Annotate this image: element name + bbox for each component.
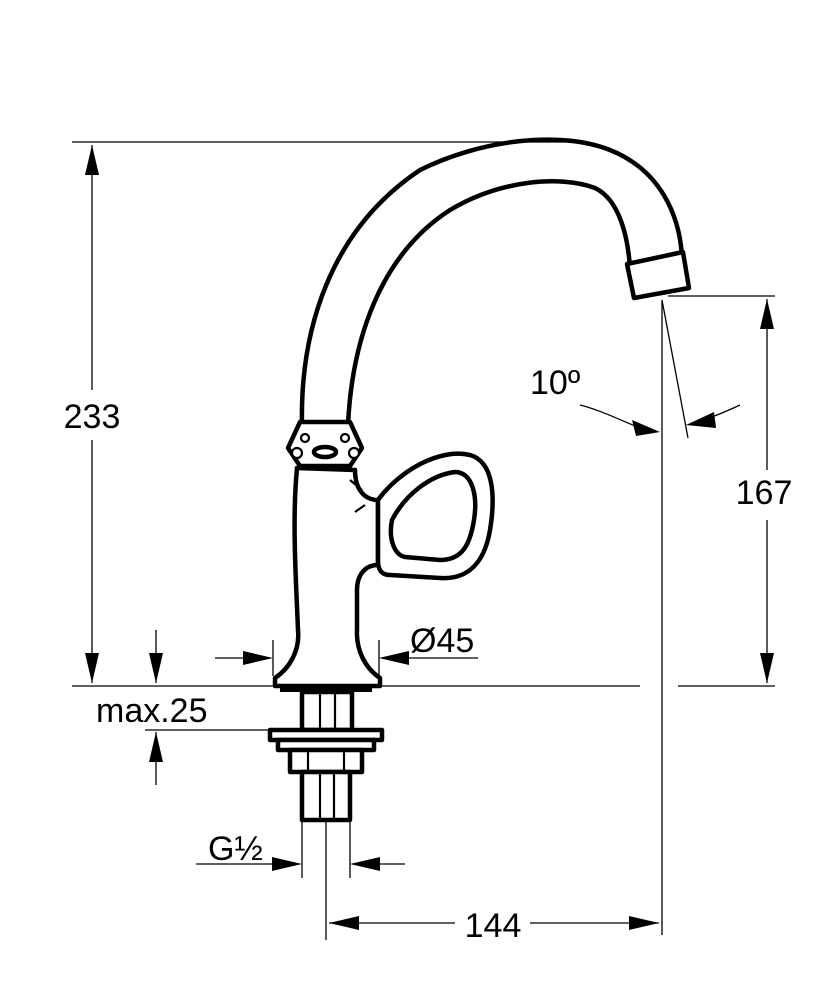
label-144: 144: [465, 907, 522, 945]
dim-25-arrow-bottom: [149, 732, 163, 762]
angle-arc-left: [579, 404, 641, 429]
dim-233-arrow-bottom: [85, 653, 99, 683]
label-233: 233: [64, 398, 121, 436]
dimension-lines: [72, 141, 775, 940]
label-167: 167: [736, 474, 793, 512]
dim-45-arrow-right: [379, 651, 409, 665]
ring-dot-top-left: [299, 432, 311, 444]
label-angle-10: 10º: [530, 364, 580, 402]
ring-dot-left: [290, 446, 304, 460]
threaded-connector: [299, 769, 353, 823]
lever-handle-inner: [388, 469, 478, 563]
angle-arrow-left: [632, 420, 660, 436]
dim-144-arrow-left: [329, 916, 359, 930]
label-diameter-45: Ø45: [410, 622, 474, 660]
dim-167-arrow-top: [760, 299, 774, 329]
angle-arrow-right: [686, 412, 716, 428]
label-thread-g-half: G½: [208, 830, 263, 868]
dimension-labels: 233 167 144 Ø45 max.25 G½ 10º: [64, 364, 793, 945]
dim-g-arrow-right: [350, 857, 380, 871]
spout: [299, 137, 685, 428]
ring-dot-right: [347, 446, 361, 460]
base-gasket: [280, 686, 372, 692]
dim-g-arrow-left: [272, 857, 302, 871]
ring-oval: [311, 444, 339, 460]
faucet-outline: [267, 137, 692, 823]
valve-body: [272, 465, 383, 689]
decorative-ring: [285, 419, 365, 469]
ring-dot-top-right: [339, 432, 351, 444]
handle-accent-2: [349, 479, 363, 491]
dim-45-arrow-left: [243, 651, 273, 665]
dim-144-arrow-right: [629, 916, 659, 930]
label-max-25: max.25: [96, 692, 208, 730]
dim-167-arrow-bottom: [760, 653, 774, 683]
spout-angle-line: [661, 299, 689, 439]
spout-nozzle: [624, 249, 692, 301]
lock-nut: [287, 747, 365, 775]
handle-accent: [354, 504, 366, 513]
dim-25-arrow-top: [149, 653, 163, 683]
mounting-shank: [299, 689, 355, 733]
dim-233-arrow-top: [85, 145, 99, 175]
